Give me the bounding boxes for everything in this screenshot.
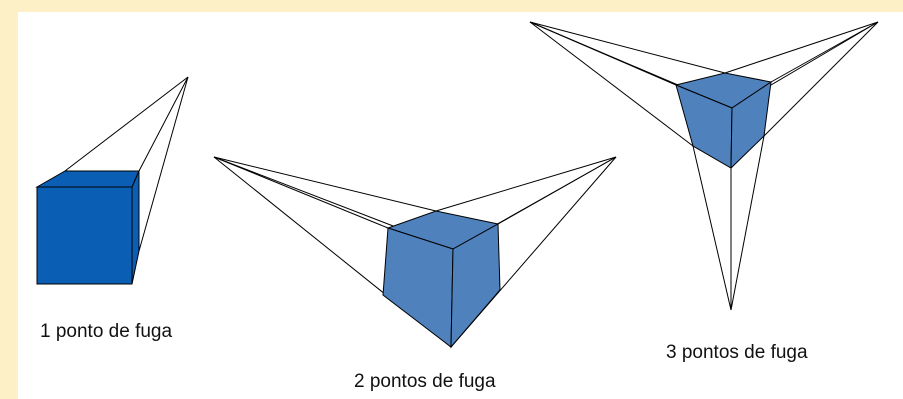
vanishing-line xyxy=(529,21,726,74)
vanishing-line xyxy=(529,21,694,147)
cube-left-face xyxy=(382,227,454,348)
vanishing-line xyxy=(692,145,732,311)
three-point-label: 3 pontos de fuga xyxy=(666,342,808,363)
vanishing-line xyxy=(763,21,879,137)
two-point-label: 2 pontos de fuga xyxy=(354,371,496,392)
vanishing-line xyxy=(138,76,189,172)
vanishing-line xyxy=(730,135,765,311)
vanishing-line xyxy=(213,156,389,229)
vanishing-line xyxy=(213,156,437,212)
cube-top-face xyxy=(35,170,140,188)
vanishing-line xyxy=(724,21,879,74)
one-point-label: 1 ponto de fuga xyxy=(40,321,173,342)
vanishing-line xyxy=(64,76,189,172)
cube-front-face xyxy=(36,186,133,285)
cube-right-face xyxy=(730,80,772,170)
cube-right-face xyxy=(450,223,501,349)
two-point-perspective-figure xyxy=(213,156,617,349)
one-point-perspective-figure xyxy=(35,76,189,285)
cube-side-face xyxy=(131,170,140,285)
three-point-perspective-figure xyxy=(529,21,879,311)
vanishing-line xyxy=(497,156,617,225)
vanishing-line xyxy=(435,156,617,212)
vanishing-line xyxy=(138,76,189,252)
